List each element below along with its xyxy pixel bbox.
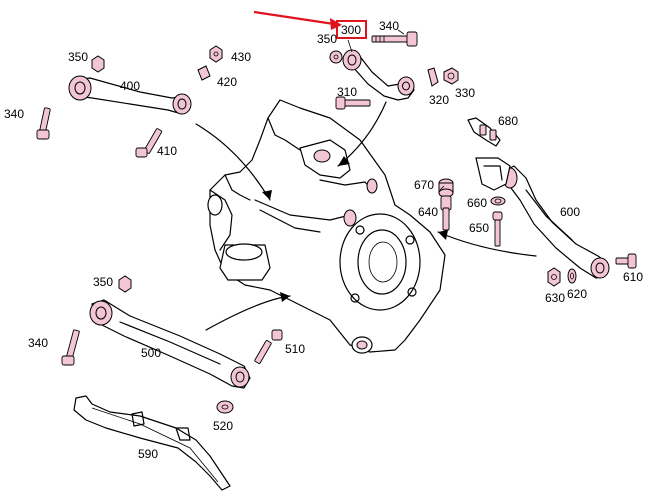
nut-520[interactable] xyxy=(216,400,234,414)
bracket-680[interactable] xyxy=(467,117,501,147)
part-labels: 300 340 350 310 320 330 350 430 400 420 … xyxy=(4,19,643,461)
part-600-arm[interactable] xyxy=(502,165,610,279)
label-520[interactable]: 520 xyxy=(213,419,233,433)
washer-420[interactable] xyxy=(197,65,211,81)
washer-350-bottom[interactable] xyxy=(118,275,132,293)
highlight-annotation xyxy=(253,10,367,39)
bolt-510[interactable] xyxy=(254,329,283,364)
bolt-610[interactable] xyxy=(615,253,637,269)
bolt-310[interactable] xyxy=(335,96,371,110)
leader-lines xyxy=(347,29,445,191)
bushing-670[interactable] xyxy=(438,178,454,198)
label-590[interactable]: 590 xyxy=(138,447,158,461)
label-350-bottom[interactable]: 350 xyxy=(93,275,113,289)
bolt-340-left[interactable] xyxy=(36,107,51,140)
label-660[interactable]: 660 xyxy=(467,196,487,210)
label-510[interactable]: 510 xyxy=(285,342,305,356)
label-340-bottom[interactable]: 340 xyxy=(28,336,48,350)
label-320[interactable]: 320 xyxy=(429,93,449,107)
nut-430[interactable] xyxy=(209,45,223,63)
highlight-box xyxy=(336,20,367,39)
washer-320[interactable] xyxy=(427,67,439,87)
washer-350-top[interactable] xyxy=(329,50,343,64)
part-590-shield[interactable] xyxy=(73,395,231,491)
label-310[interactable]: 310 xyxy=(337,85,357,99)
label-430[interactable]: 430 xyxy=(231,50,251,64)
wheel-carrier xyxy=(207,99,446,354)
label-350-left[interactable]: 350 xyxy=(68,50,88,64)
label-680[interactable]: 680 xyxy=(498,114,518,128)
label-670[interactable]: 670 xyxy=(414,178,434,192)
label-610[interactable]: 610 xyxy=(623,270,643,284)
washer-350-left[interactable] xyxy=(91,55,105,73)
label-410[interactable]: 410 xyxy=(157,144,177,158)
label-400[interactable]: 400 xyxy=(120,79,140,93)
part-500-arm[interactable] xyxy=(89,299,251,389)
bolt-650[interactable] xyxy=(492,211,503,247)
label-640[interactable]: 640 xyxy=(418,205,438,219)
label-300[interactable]: 300 xyxy=(341,23,361,37)
label-340-top[interactable]: 340 xyxy=(379,19,399,33)
bolt-640[interactable] xyxy=(440,195,452,231)
bolt-410[interactable] xyxy=(135,128,163,158)
label-630[interactable]: 630 xyxy=(545,291,565,305)
label-420[interactable]: 420 xyxy=(217,75,237,89)
label-600[interactable]: 600 xyxy=(560,205,580,219)
label-350-top[interactable]: 350 xyxy=(317,32,337,46)
bolt-340-top[interactable] xyxy=(371,31,418,47)
washer-620[interactable] xyxy=(567,268,577,284)
label-500[interactable]: 500 xyxy=(141,346,161,360)
label-330[interactable]: 330 xyxy=(455,86,475,100)
label-340-left[interactable]: 340 xyxy=(4,107,24,121)
label-620[interactable]: 620 xyxy=(567,287,587,301)
bolt-340-bottom[interactable] xyxy=(61,329,80,366)
part-300-upper-arm[interactable] xyxy=(342,49,415,101)
label-650[interactable]: 650 xyxy=(469,221,489,235)
nut-630[interactable] xyxy=(547,267,561,287)
assembly-arrows xyxy=(195,101,537,331)
part-400-arm[interactable] xyxy=(68,75,192,115)
washer-660[interactable] xyxy=(490,196,506,206)
nut-330[interactable] xyxy=(443,67,459,85)
bracket-mount xyxy=(475,157,511,191)
